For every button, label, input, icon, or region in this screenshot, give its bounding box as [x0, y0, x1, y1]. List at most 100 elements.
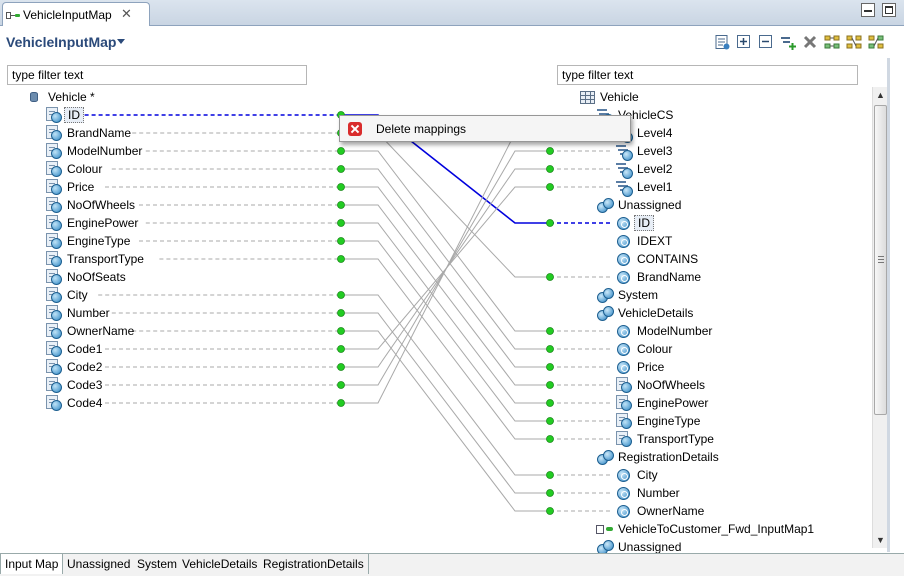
- source-field[interactable]: EngineType: [46, 232, 130, 250]
- source-field[interactable]: OwnerName: [46, 322, 134, 340]
- target-node[interactable]: Number: [617, 484, 680, 502]
- target-node[interactable]: Colour: [617, 340, 672, 358]
- target-node[interactable]: VehicleToCustomer_Fwd_InputMap1: [596, 520, 814, 538]
- layout-icon-3[interactable]: [868, 34, 884, 50]
- mapping-line: [341, 150, 550, 332]
- target-node[interactable]: Level1: [616, 178, 672, 197]
- source-field[interactable]: Code4: [46, 394, 102, 412]
- source-field[interactable]: Code3: [46, 376, 102, 394]
- editor-title[interactable]: VehicleInputMap: [6, 34, 117, 50]
- maximize-button[interactable]: [882, 3, 896, 17]
- source-field[interactable]: Code2: [46, 358, 102, 376]
- field-icon: [46, 179, 62, 195]
- source-field[interactable]: Number: [46, 304, 110, 322]
- source-anchor: [337, 237, 345, 245]
- left-filter-input[interactable]: [7, 65, 307, 85]
- source-root[interactable]: Vehicle *: [30, 88, 95, 106]
- attribute-icon: [617, 324, 630, 338]
- target-node[interactable]: VehicleDetails: [597, 304, 693, 322]
- group-icon: [597, 540, 614, 555]
- source-field-label: Code3: [67, 378, 103, 392]
- scroll-up-icon[interactable]: ▲: [876, 90, 885, 100]
- minimize-button[interactable]: [860, 3, 875, 17]
- level-icon: [616, 144, 633, 161]
- target-node[interactable]: Level2: [616, 160, 672, 179]
- layout-icon-1[interactable]: [824, 34, 840, 50]
- layout-icon-2[interactable]: [846, 34, 862, 50]
- chevron-down-icon[interactable]: [117, 39, 125, 44]
- source-field-label: EngineType: [67, 234, 131, 248]
- mapping-line: [341, 168, 550, 350]
- field-icon: [46, 395, 62, 411]
- target-node-label: Number: [637, 486, 680, 500]
- mapping-line: [341, 312, 550, 494]
- source-field[interactable]: NoOfWheels: [46, 196, 135, 214]
- mapping-line: [341, 240, 550, 422]
- source-field[interactable]: Price: [46, 178, 94, 196]
- bottom-tab[interactable]: RegistrationDetails: [259, 554, 369, 574]
- attribute-icon: [617, 486, 630, 500]
- target-node[interactable]: OwnerName: [617, 502, 704, 520]
- bottom-tab[interactable]: Unassigned: [63, 554, 136, 574]
- source-field-label: TransportType: [67, 252, 144, 266]
- source-field[interactable]: Colour: [46, 160, 102, 178]
- scroll-thumb[interactable]: [874, 105, 887, 415]
- target-node[interactable]: NoOfWheels: [616, 376, 705, 394]
- target-node[interactable]: BrandName: [617, 268, 701, 286]
- source-field-label: ModelNumber: [67, 144, 143, 158]
- bottom-tab[interactable]: Input Map: [0, 554, 64, 574]
- form-icon[interactable]: [714, 34, 730, 50]
- target-node-label: TransportType: [637, 432, 714, 446]
- source-field-label: OwnerName: [67, 324, 135, 338]
- target-node[interactable]: TransportType: [616, 430, 714, 448]
- field-icon: [46, 161, 62, 177]
- delete-mappings-menu-item[interactable]: Delete mappings: [376, 122, 467, 136]
- target-node[interactable]: Price: [617, 358, 664, 376]
- bottom-tab[interactable]: VehicleDetails: [178, 554, 263, 574]
- field-icon: [46, 341, 62, 357]
- editor-tab[interactable]: VehicleInputMap ✕: [2, 2, 150, 27]
- target-node[interactable]: IDEXT: [617, 232, 672, 250]
- target-node[interactable]: CONTAINS: [617, 250, 698, 268]
- close-icon[interactable]: ✕: [121, 6, 132, 21]
- field-icon: [46, 107, 62, 123]
- target-node[interactable]: Unassigned: [597, 538, 681, 556]
- collapse-all-icon[interactable]: [758, 34, 774, 50]
- target-node[interactable]: Level3: [616, 142, 672, 161]
- target-node[interactable]: Unassigned: [597, 196, 681, 214]
- right-filter-input[interactable]: [557, 65, 858, 85]
- target-node[interactable]: EngineType: [616, 412, 700, 430]
- field-icon: [46, 197, 62, 213]
- target-anchor: [546, 489, 554, 497]
- add-mapping-icon[interactable]: [780, 34, 796, 50]
- mapping-line: [341, 222, 550, 404]
- target-node-label: IDEXT: [637, 234, 673, 248]
- source-field[interactable]: NoOfSeats: [46, 268, 126, 286]
- delete-icon[interactable]: [802, 34, 818, 50]
- target-node[interactable]: EnginePower: [616, 394, 708, 412]
- source-field-label: City: [67, 288, 88, 302]
- bottom-tab[interactable]: System: [133, 554, 183, 574]
- target-node[interactable]: ModelNumber: [617, 322, 712, 340]
- scroll-down-icon[interactable]: ▼: [876, 535, 885, 545]
- target-node[interactable]: City: [617, 466, 658, 484]
- source-field[interactable]: EnginePower: [46, 214, 138, 232]
- source-field-label: ID: [64, 107, 84, 123]
- source-field[interactable]: Code1: [46, 340, 102, 358]
- source-field[interactable]: TransportType: [46, 250, 144, 268]
- source-field[interactable]: City: [46, 286, 88, 304]
- field-icon: [46, 323, 62, 339]
- source-field[interactable]: ID: [46, 106, 84, 124]
- source-anchor: [337, 219, 345, 227]
- source-anchor: [337, 363, 345, 371]
- target-anchor: [546, 165, 554, 173]
- vertical-scrollbar[interactable]: ▲ ▼: [872, 87, 887, 548]
- source-field[interactable]: ModelNumber: [46, 142, 142, 160]
- target-node[interactable]: ID: [617, 214, 654, 232]
- target-node-label: VehicleDetails: [618, 306, 694, 320]
- target-node[interactable]: System: [597, 286, 658, 304]
- expand-all-icon[interactable]: [736, 34, 752, 50]
- target-node[interactable]: RegistrationDetails: [597, 448, 719, 466]
- target-root[interactable]: Vehicle: [580, 88, 639, 106]
- source-field[interactable]: BrandName: [46, 124, 131, 142]
